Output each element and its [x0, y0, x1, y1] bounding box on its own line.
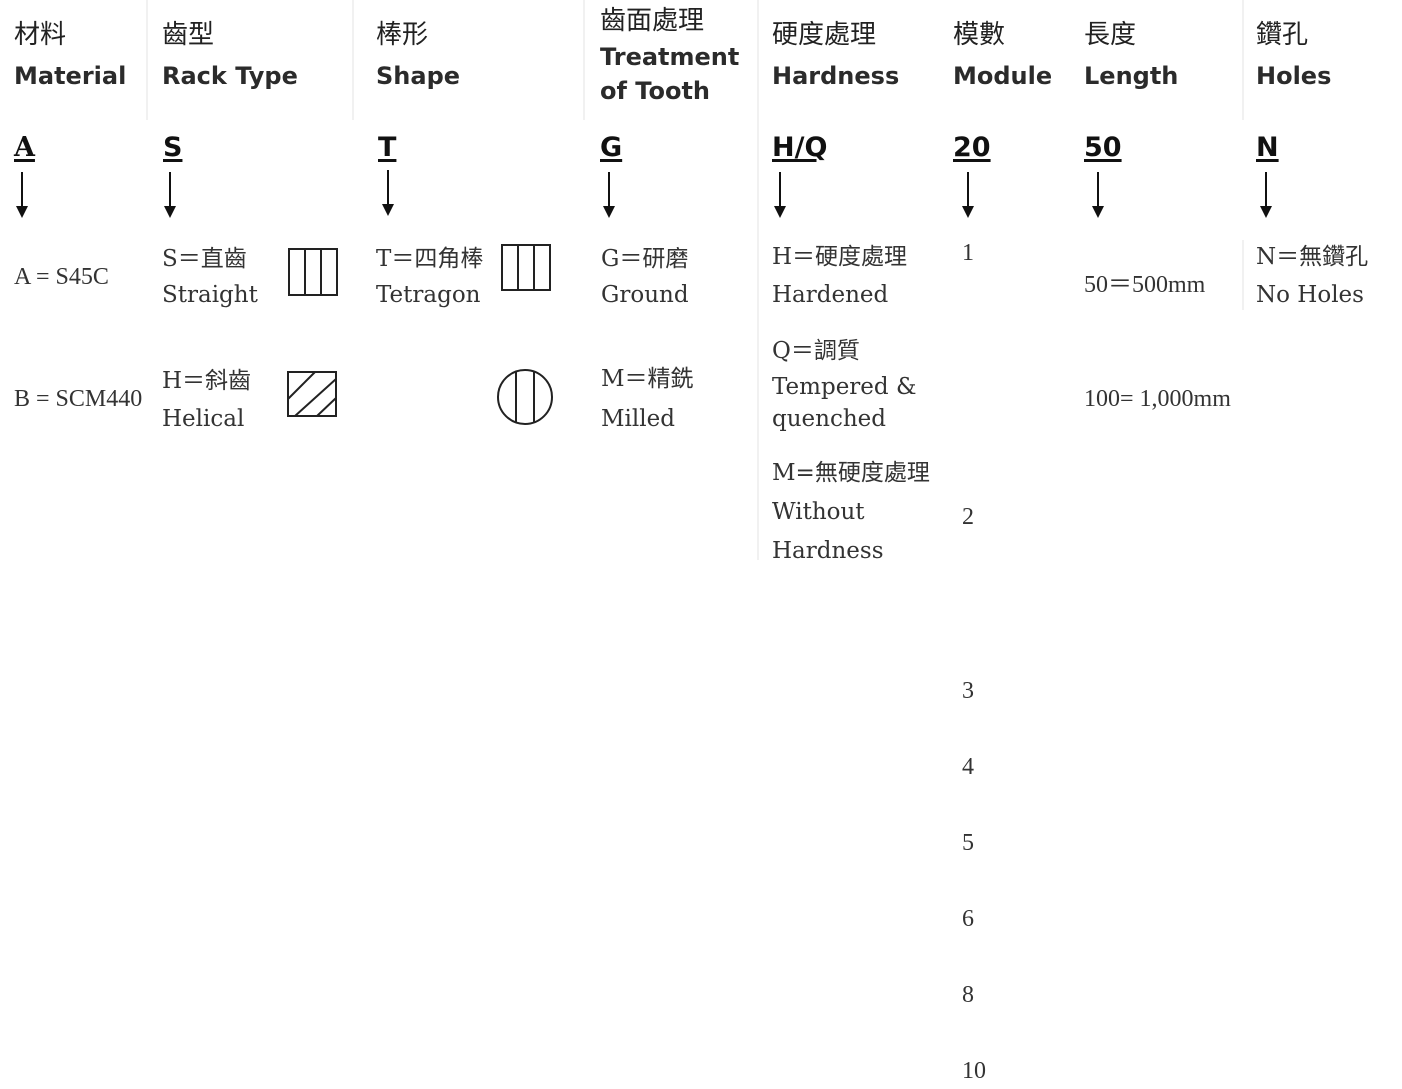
down-arrow-icon [382, 170, 394, 216]
hardness-none-en-line2: Hardness [772, 538, 884, 564]
material-code: A [14, 132, 35, 163]
down-arrow-icon [1260, 172, 1272, 218]
rack-type-straight-zh: S＝直齒 [162, 246, 247, 272]
round-bar-icon [497, 369, 553, 425]
material-en-heading: Material [14, 62, 127, 90]
straight-teeth-icon [288, 248, 338, 296]
module-zh-heading: 模數 [953, 20, 1006, 50]
shape-tetragon-zh: T＝四角棒 [376, 246, 484, 272]
hardness-tempered-en-line2: quenched [772, 406, 886, 432]
square-bar-icon [501, 244, 551, 291]
hardness-none-zh: M=無硬度處理 [772, 460, 930, 486]
treatment-code: G [600, 132, 623, 163]
length-option-1000: 100= 1,000mm [1084, 386, 1231, 412]
length-zh-heading: 長度 [1084, 20, 1137, 50]
helical-teeth-icon [287, 371, 337, 417]
shape-code: T [378, 132, 397, 163]
hardness-tempered-en-line1: Tempered & [772, 374, 917, 400]
rack-type-code: S [163, 132, 183, 163]
shape-tetragon-en: Tetragon [376, 282, 481, 308]
module-code: 20 [953, 132, 991, 163]
treatment-en-heading-line2: of Tooth [600, 77, 711, 105]
material-option-b: B = SCM440 [14, 386, 143, 412]
rack-type-straight-en: Straight [162, 282, 258, 308]
down-arrow-icon [164, 172, 176, 218]
holes-none-zh: N＝無鑽孔 [1256, 244, 1369, 270]
holes-en-heading: Holes [1256, 62, 1332, 90]
treatment-ground-en: Ground [601, 282, 689, 308]
module-en-heading: Module [953, 62, 1053, 90]
module-value: 5 [962, 830, 974, 856]
treatment-zh-heading: 齒面處理 [600, 6, 705, 36]
down-arrow-icon [16, 172, 28, 218]
down-arrow-icon [962, 172, 974, 218]
module-value: 10 [962, 1058, 986, 1084]
material-zh-heading: 材料 [14, 20, 67, 50]
holes-zh-heading: 鑽孔 [1256, 20, 1309, 50]
length-code: 50 [1084, 132, 1122, 163]
module-value: 3 [962, 678, 974, 704]
module-value: 8 [962, 982, 974, 1008]
hardness-tempered-zh: Q＝調質 [772, 338, 860, 364]
length-en-heading: Length [1084, 62, 1179, 90]
rack-type-helical-zh: H＝斜齒 [162, 368, 252, 394]
material-option-a: A = S45C [14, 264, 109, 290]
module-value: 6 [962, 906, 974, 932]
shape-zh-heading: 棒形 [376, 20, 429, 50]
rack-type-helical-en: Helical [162, 406, 245, 432]
shape-en-heading: Shape [376, 62, 461, 90]
hardness-code: H/Q [772, 132, 828, 163]
hardness-zh-heading: 硬度處理 [772, 20, 877, 50]
holes-code: N [1256, 132, 1279, 163]
down-arrow-icon [774, 172, 786, 218]
hardness-en-heading: Hardness [772, 62, 900, 90]
treatment-en-heading-line1: Treatment [600, 43, 740, 71]
module-value: 4 [962, 754, 974, 780]
length-option-500: 50＝500mm [1084, 272, 1206, 298]
hardness-hardened-zh: H＝硬度處理 [772, 244, 908, 270]
down-arrow-icon [603, 172, 615, 218]
module-value: 1 [962, 240, 974, 266]
holes-none-en: No Holes [1256, 282, 1364, 308]
rack-type-zh-heading: 齒型 [162, 20, 215, 50]
treatment-milled-en: Milled [601, 406, 675, 432]
module-value: 2 [962, 504, 974, 530]
treatment-ground-zh: G＝研磨 [601, 246, 689, 272]
down-arrow-icon [1092, 172, 1104, 218]
hardness-none-en-line1: Without [772, 499, 865, 525]
treatment-milled-zh: M＝精銑 [601, 366, 694, 392]
rack-type-en-heading: Rack Type [162, 62, 298, 90]
hardness-hardened-en: Hardened [772, 282, 889, 308]
